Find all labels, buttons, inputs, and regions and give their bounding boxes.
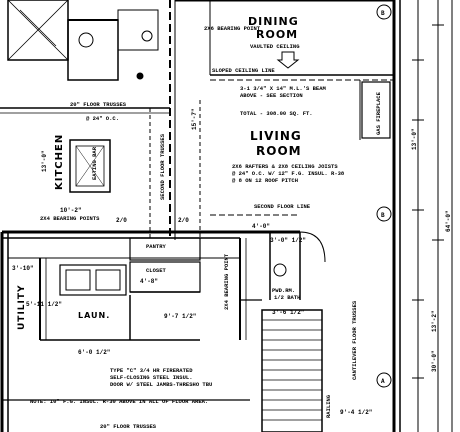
dim-label: 2/0 bbox=[116, 217, 127, 224]
half-bath-label: 1/2 BATH bbox=[274, 294, 300, 301]
dim-label: 2/0 bbox=[178, 217, 189, 224]
interior-partitions bbox=[149, 0, 394, 240]
dim-label: 5'-11 1/2" bbox=[26, 301, 62, 308]
grid-marker-bottom-label: A bbox=[381, 378, 385, 385]
dim-label: 6'-0 1/2" bbox=[78, 349, 110, 356]
dim-label: 30'-0" bbox=[431, 350, 438, 372]
dim-label: 13'-0" bbox=[411, 128, 418, 150]
floor-trusses-bottom-note: 20" FLOOR TRUSSES bbox=[100, 423, 157, 430]
upper-left-zone bbox=[0, 0, 170, 114]
eating-bar-label: EATING BAR bbox=[91, 146, 98, 180]
dining-label-1: DINING bbox=[248, 15, 299, 28]
eating-bar-island bbox=[69, 139, 111, 193]
floor-trusses-oc-note: @ 24" O.C. bbox=[86, 115, 119, 122]
pantry-closet bbox=[129, 237, 201, 293]
dim-label: 4'-0" bbox=[252, 223, 270, 230]
total-area-note: TOTAL - 308.00 SQ. FT. bbox=[240, 110, 313, 117]
stair-treads bbox=[262, 319, 322, 421]
bearing-point-note: 2X6 BEARING POINT bbox=[204, 25, 261, 32]
laundry-label: LAUN. bbox=[78, 311, 110, 320]
door-note-3: DOOR W/ STEEL JAMBS-THRESHO TBU bbox=[110, 381, 212, 388]
second-floor-trusses-note: SECOND FLOOR TRUSSES bbox=[159, 133, 166, 200]
second-floor-line-note: SECOND FLOOR LINE bbox=[254, 203, 311, 210]
dining-label-2: ROOM bbox=[256, 28, 298, 41]
exterior-walls bbox=[0, 0, 401, 432]
dim-label: 3'-0" 1/2" bbox=[270, 237, 306, 244]
powder-room-label: PWD.RM. bbox=[272, 287, 295, 294]
dim-label: 4'-8" bbox=[140, 278, 158, 285]
closet-label: CLOSET bbox=[146, 267, 167, 274]
pantry-label: PANTRY bbox=[146, 243, 167, 250]
insulation-note: NOTE: 10" F.G. INSUL. R-30 ABOVE IN ALL … bbox=[30, 398, 208, 405]
dim-label: 13'-2" bbox=[431, 310, 438, 332]
dim-label: 3'-10" bbox=[12, 265, 34, 272]
dimension-lines-right bbox=[412, 0, 453, 432]
grid-marker-top-label: B bbox=[381, 10, 385, 17]
dim-label: 9'-7 1/2" bbox=[164, 313, 196, 320]
dim-label: 64'-0" bbox=[445, 210, 452, 232]
rafter-note-1: 2X6 RAFTERS & 2X8 CEILING JOISTS bbox=[232, 163, 338, 170]
living-label-1: LIVING bbox=[250, 129, 302, 143]
kitchen-label: KITCHEN bbox=[54, 134, 65, 190]
bearing-points-note: 2X4 BEARING POINTS bbox=[40, 215, 100, 222]
door-note-2: SELF-CLOSING STEEL INSUL. bbox=[110, 374, 193, 381]
rafter-note-3: @ 8 ON 12 ROOF PITCH bbox=[232, 177, 298, 184]
ceiling-arrow bbox=[276, 51, 300, 69]
floor-trusses-top-note: 20" FLOOR TRUSSES bbox=[70, 101, 127, 108]
dim-label: 13'-0" bbox=[41, 150, 48, 172]
grid-marker-middle-label: B bbox=[381, 212, 385, 219]
stair-area bbox=[210, 214, 326, 432]
gas-fireplace-label: GAS FIREPLACE bbox=[375, 91, 382, 135]
cantilever-note: CANTILEVER FLOOR TRUSSES bbox=[351, 300, 358, 380]
grid-markers bbox=[376, 4, 392, 388]
vaulted-ceiling-note: VAULTED CEILING bbox=[250, 43, 300, 50]
sloped-ceiling-note: SLOPED CEILING LINE bbox=[212, 67, 275, 74]
dim-label: 3'-6 1/2" bbox=[272, 309, 304, 316]
laundry-area bbox=[8, 257, 240, 341]
door-note-1: TYPE "C" 3/4 HR FIRERATED bbox=[110, 367, 193, 374]
dim-label: 10'-2" bbox=[60, 207, 82, 214]
rafter-note-2: @ 24" O.C. W/ 12" F.G. INSUL. R-38 bbox=[232, 170, 345, 177]
dim-label: 15'-7" bbox=[191, 108, 198, 130]
dim-label: 9'-4 1/2" bbox=[340, 409, 372, 416]
living-label-2: ROOM bbox=[256, 144, 302, 158]
beam-note-2: ABOVE - SEE SECTION bbox=[240, 92, 303, 99]
utility-label: UTILITY bbox=[17, 284, 27, 330]
railing-label: RAILING bbox=[325, 394, 332, 418]
beam-note-1: 3-1 3/4" X 14" M.L.'S BEAM bbox=[240, 85, 327, 92]
two-floor-bearing-note: 2X4 BEARING POINT bbox=[223, 253, 230, 310]
